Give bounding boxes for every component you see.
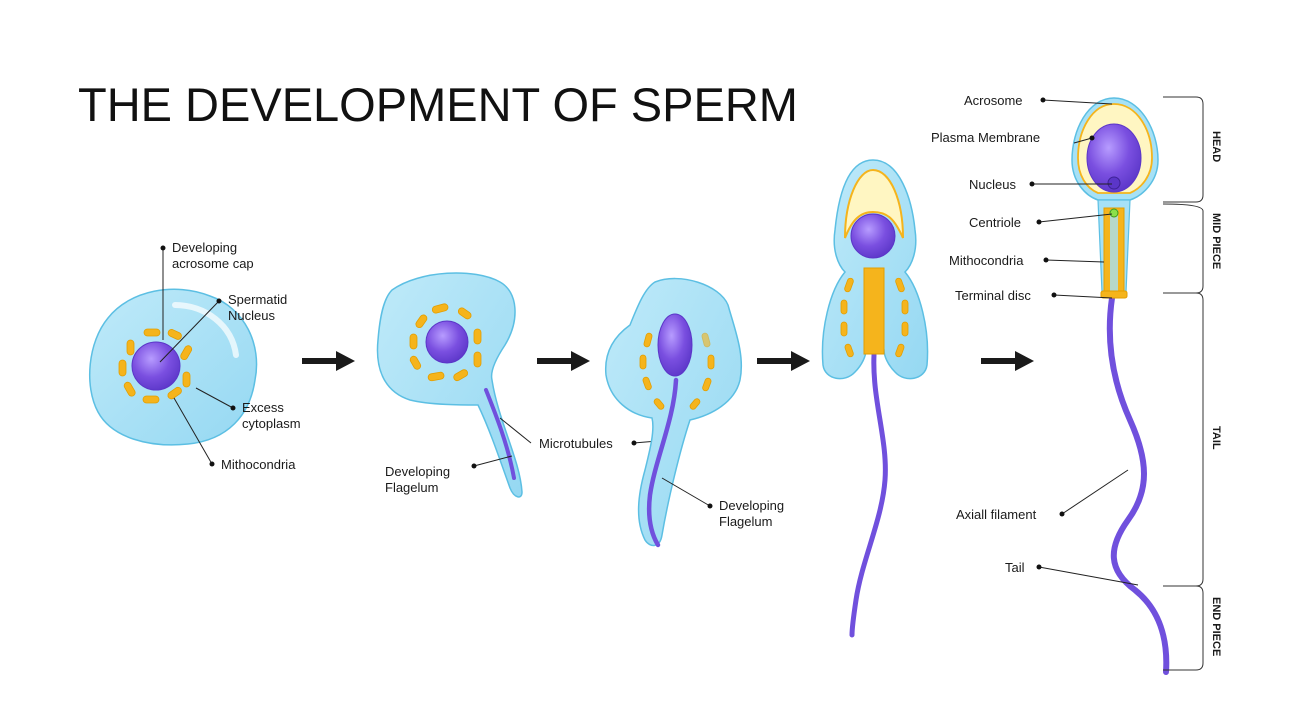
arrow-1-icon — [302, 351, 355, 371]
mature-terminal-disc — [1100, 290, 1128, 299]
stage3-flagellum — [646, 377, 679, 548]
label-microtubules: Microtubules — [539, 436, 613, 451]
stage4-nucleus — [850, 213, 896, 259]
stage2-microtubules — [484, 388, 516, 480]
stage4-mitochondria — [840, 277, 909, 358]
label-mitochondria-mature: Mithocondria — [949, 253, 1024, 268]
stage3-nucleus — [657, 313, 693, 377]
stage4-midpiece — [863, 267, 885, 355]
label-developing-flagelum-stage3: Developing Flagelum — [719, 498, 788, 529]
label-plasma-membrane: Plasma Membrane — [931, 130, 1040, 145]
mature-nucleus — [1086, 123, 1142, 193]
stage4-flagellum — [849, 352, 888, 638]
stage3-mitochondria-ring — [639, 332, 715, 410]
label-nucleus: Nucleus — [969, 177, 1016, 192]
mature-nucleus-core — [1107, 176, 1121, 190]
label-excess-cytoplasm: Excess cytoplasm — [242, 400, 301, 431]
stage2-spermatid: Developing Flagelum Microtubules — [376, 272, 671, 498]
label-centriole: Centriole — [969, 215, 1021, 230]
label-developing-flagelum-stage2: Developing Flagelum — [385, 464, 454, 495]
stage4-spermatid — [821, 159, 929, 638]
arrow-3-icon — [757, 351, 810, 371]
label-developing-acrosome-cap: Developing acrosome cap — [172, 240, 254, 271]
stage2-nucleus — [425, 320, 469, 364]
label-spermatid-nucleus: Spermatid Nucleus — [228, 292, 291, 323]
stage2-mitochondria-ring — [409, 303, 482, 382]
arrow-2-icon — [537, 351, 590, 371]
section-label-tail: TAIL — [1210, 426, 1222, 450]
mature-centriole — [1109, 208, 1119, 218]
section-label-end-piece: END PIECE — [1210, 597, 1222, 656]
label-axial-filament: Axiall filament — [956, 507, 1037, 522]
page-title: THE DEVELOPMENT OF SPERM — [78, 78, 798, 131]
section-label-mid-piece: MID PIECE — [1210, 213, 1222, 269]
section-brackets — [1162, 96, 1204, 671]
label-acrosome: Acrosome — [964, 93, 1023, 108]
label-tail: Tail — [1005, 560, 1025, 575]
stage4-acrosome — [844, 168, 904, 239]
stage3-spermatid: Developing Flagelum — [604, 277, 788, 548]
label-mitochondria-stage1: Mithocondria — [221, 457, 296, 472]
stage2-cytoplasm — [376, 272, 523, 498]
mature-axial-core — [1110, 210, 1118, 292]
mature-sperm: Acrosome Plasma Membrane Nucleus Centrio… — [931, 93, 1222, 675]
section-label-head: HEAD — [1210, 131, 1222, 162]
arrow-4-icon — [981, 351, 1034, 371]
stage1-spermatid: Developing acrosome cap Spermatid Nucleu… — [89, 240, 301, 472]
mature-tail — [1106, 295, 1170, 675]
stage1-cytoplasm-highlight — [172, 302, 239, 358]
stage1-mitochondria-ring — [118, 328, 193, 404]
label-terminal-disc: Terminal disc — [955, 288, 1031, 303]
